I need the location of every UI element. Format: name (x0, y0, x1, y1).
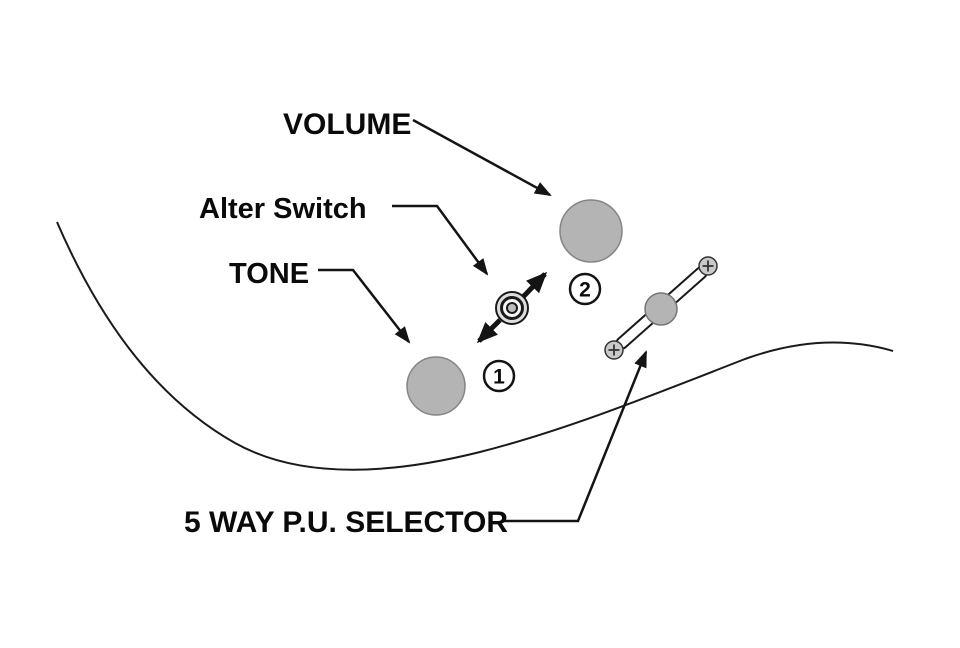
tone-leader-line (318, 268, 411, 344)
volume-label: VOLUME (283, 108, 411, 141)
selector-knob (644, 292, 678, 326)
volume-knob (559, 199, 623, 263)
alter-switch-label: Alter Switch (199, 193, 367, 225)
selector-leader-line (502, 350, 648, 523)
alter-switch (495, 291, 529, 325)
pickup-selector (604, 256, 718, 360)
selector-screw-bottom-icon (604, 340, 624, 360)
position-1-number: 1 (493, 366, 505, 389)
selector-label: 5 WAY P.U. SELECTOR (184, 506, 508, 539)
volume-leader-line (412, 118, 552, 197)
selector-screw-top-icon (698, 256, 718, 276)
alter-switch-leader-line (392, 204, 489, 276)
toggle-down-arrow (476, 318, 502, 344)
tone-knob (406, 356, 466, 416)
position-2-badge: 2 (568, 272, 602, 306)
tone-label: TONE (229, 258, 309, 290)
position-2-number: 2 (579, 279, 591, 302)
toggle-up-arrow (521, 271, 548, 299)
position-1-badge: 1 (482, 359, 516, 393)
guitar-body-outline (56, 221, 894, 471)
